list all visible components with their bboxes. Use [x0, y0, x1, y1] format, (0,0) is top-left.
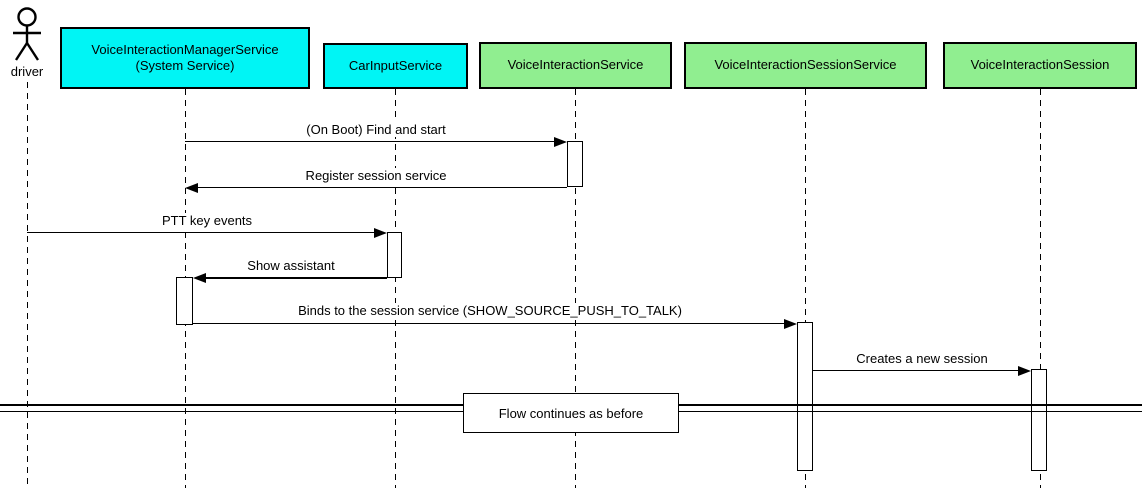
message-label: Show assistant	[244, 258, 338, 273]
message-arrow-line	[205, 277, 387, 279]
activation-voice-interaction-service	[567, 141, 583, 187]
divider-label-box: Flow continues as before	[463, 393, 679, 433]
participant-label: VoiceInteractionSession	[970, 57, 1110, 73]
message-arrow-line	[813, 369, 1018, 371]
message-arrowhead-icon	[193, 273, 206, 283]
activation-voice-interaction-session-service	[797, 322, 813, 471]
lifeline-voice-interaction-session	[1039, 89, 1041, 488]
lifeline-driver	[26, 82, 28, 488]
lifeline-voice-interaction-session-service	[805, 89, 807, 488]
message-arrowhead-icon	[1018, 365, 1031, 376]
message-arrow-line	[197, 186, 567, 188]
message-arrowhead-icon	[784, 318, 797, 329]
message-arrowhead-icon	[374, 227, 387, 238]
participant-car-input-service: CarInputService	[323, 43, 468, 89]
message-arrow-line	[185, 140, 555, 142]
lifeline-voice-interaction-service	[575, 89, 577, 488]
message-label: Creates a new session	[853, 351, 991, 366]
message-label: (On Boot) Find and start	[303, 122, 449, 137]
actor-icon	[13, 7, 41, 61]
participant-label: VoiceInteractionSessionService	[714, 57, 897, 73]
activation-car-input-service	[387, 232, 402, 278]
message-arrow-line	[193, 322, 785, 324]
participant-sublabel: (System Service)	[135, 58, 235, 73]
lifeline-car-input-service	[395, 89, 397, 488]
participant-label: CarInputService	[348, 57, 443, 73]
activation-voice-interaction-manager-service	[176, 277, 193, 325]
participant-label: VoiceInteractionManagerService	[91, 41, 279, 57]
message-arrowhead-icon	[185, 182, 198, 193]
participant-voice-interaction-session: VoiceInteractionSession	[943, 42, 1137, 89]
message-arrow-line	[27, 231, 375, 233]
divider-label: Flow continues as before	[498, 405, 644, 421]
participant-voice-interaction-session-service: VoiceInteractionSessionService	[684, 42, 927, 89]
message-label: Register session service	[302, 168, 450, 183]
actor-label: driver	[10, 64, 44, 79]
participant-voice-interaction-manager-service: VoiceInteractionManagerService (System S…	[60, 27, 310, 89]
participant-label: VoiceInteractionService	[507, 57, 644, 73]
participant-voice-interaction-service: VoiceInteractionService	[479, 42, 672, 89]
message-label: PTT key events	[158, 213, 256, 228]
message-label: Binds to the session service (SHOW_SOURC…	[295, 303, 685, 318]
message-arrowhead-icon	[554, 136, 567, 147]
activation-voice-interaction-session	[1031, 369, 1047, 471]
